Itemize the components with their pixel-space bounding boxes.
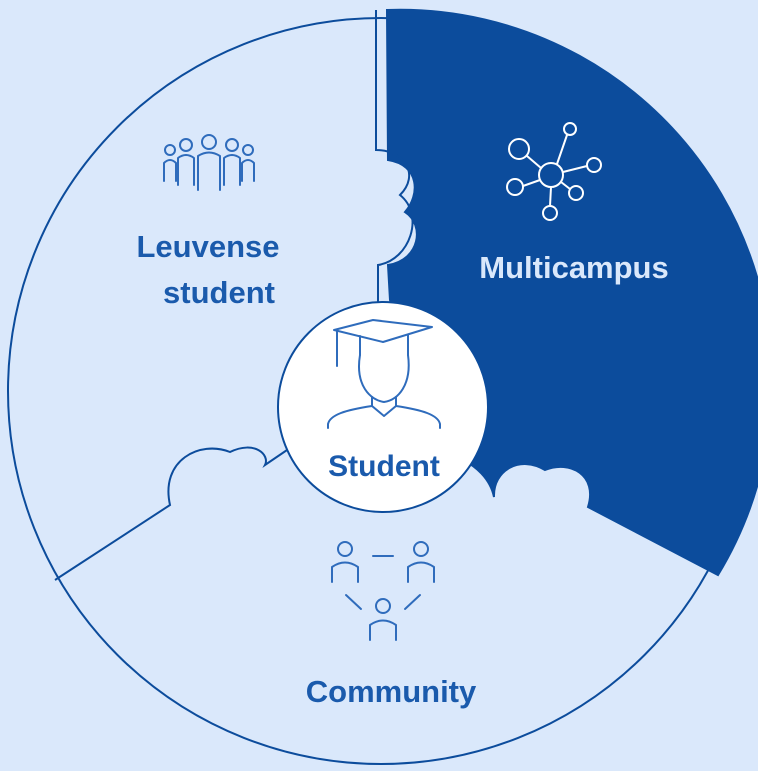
community-label: Community [306,674,477,709]
divider-left [54,446,291,581]
center-label: Student [328,450,440,483]
center-circle [277,301,489,513]
network-hub-icon [506,122,602,221]
crowd-of-people-icon [163,134,255,191]
graduate-icon [327,319,441,429]
multicampus-label: Multicampus [479,250,668,285]
leuvense-label-line1: Leuvense [136,229,279,264]
divider-top [375,10,414,310]
leuvense-label-line2: student [163,275,275,310]
connected-people-icon [331,541,435,641]
